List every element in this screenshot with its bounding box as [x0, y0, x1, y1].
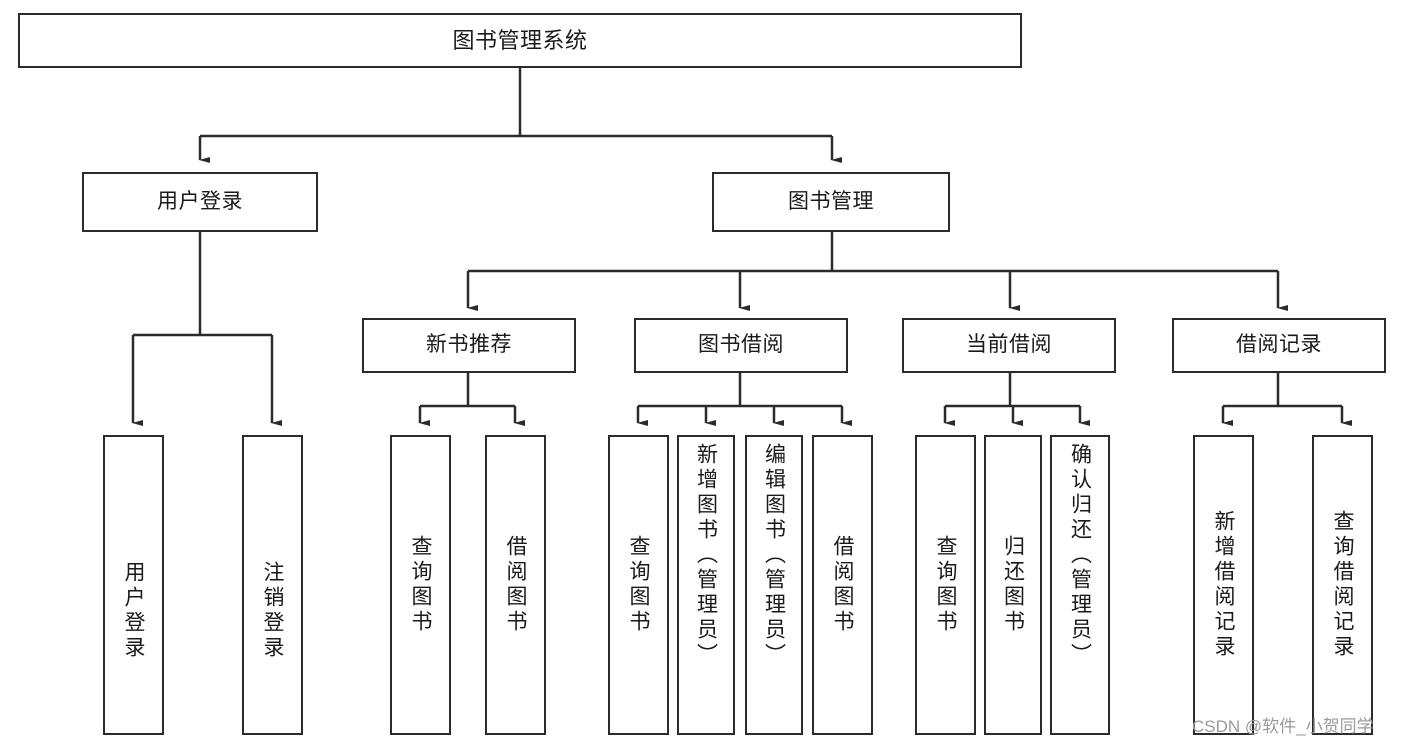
node-label: 确认归还（管理员） [1068, 443, 1092, 668]
node-label: 借阅记录 [1236, 333, 1322, 357]
node-label: 图书管理 [788, 189, 874, 213]
node-label: 新增图书（管理员） [694, 443, 718, 668]
node-book-management[interactable]: 图书管理 [712, 172, 950, 232]
leaf-query-borrow-record[interactable]: 查询借阅记录 [1312, 435, 1373, 735]
node-label: 查询借阅记录 [1331, 510, 1354, 660]
leaf-query-book-newbook[interactable]: 查询图书 [390, 435, 451, 735]
node-new-book-recommendation[interactable]: 新书推荐 [362, 318, 576, 373]
node-label: 借阅图书 [504, 535, 527, 635]
node-book-borrow[interactable]: 图书借阅 [634, 318, 848, 373]
node-label: 查询图书 [934, 535, 957, 635]
leaf-add-borrow-record[interactable]: 新增借阅记录 [1193, 435, 1254, 735]
node-label: 查询图书 [627, 535, 650, 635]
leaf-user-login[interactable]: 用户登录 [103, 435, 164, 735]
node-label: 图书管理系统 [452, 27, 588, 53]
node-label: 新增借阅记录 [1212, 510, 1235, 660]
leaf-add-book-admin[interactable]: 新增图书（管理员） [677, 435, 735, 735]
node-label: 当前借阅 [966, 333, 1052, 357]
leaf-logout[interactable]: 注销登录 [242, 435, 303, 735]
node-current-borrow[interactable]: 当前借阅 [902, 318, 1116, 373]
node-label: 查询图书 [409, 535, 432, 635]
node-user-login[interactable]: 用户登录 [82, 172, 318, 232]
node-label: 用户登录 [122, 561, 145, 661]
leaf-query-book-borrow[interactable]: 查询图书 [608, 435, 669, 735]
leaf-query-book-current[interactable]: 查询图书 [915, 435, 976, 735]
node-label: 用户登录 [157, 189, 243, 213]
node-label: 新书推荐 [426, 333, 512, 357]
node-label: 归还图书 [1001, 535, 1025, 635]
leaf-confirm-return-admin[interactable]: 确认归还（管理员） [1050, 435, 1110, 735]
watermark-text: CSDN @软件_小贺同学 [1192, 717, 1374, 736]
leaf-return-book[interactable]: 归还图书 [984, 435, 1042, 735]
node-borrow-record[interactable]: 借阅记录 [1172, 318, 1386, 373]
node-label: 编辑图书（管理员） [762, 443, 786, 668]
node-label: 借阅图书 [831, 535, 854, 635]
node-root-book-management-system[interactable]: 图书管理系统 [18, 13, 1022, 68]
node-label: 图书借阅 [698, 333, 784, 357]
leaf-borrow-book-newbook[interactable]: 借阅图书 [485, 435, 546, 735]
leaf-edit-book-admin[interactable]: 编辑图书（管理员） [745, 435, 803, 735]
leaf-borrow-book[interactable]: 借阅图书 [812, 435, 873, 735]
node-label: 注销登录 [261, 561, 284, 661]
